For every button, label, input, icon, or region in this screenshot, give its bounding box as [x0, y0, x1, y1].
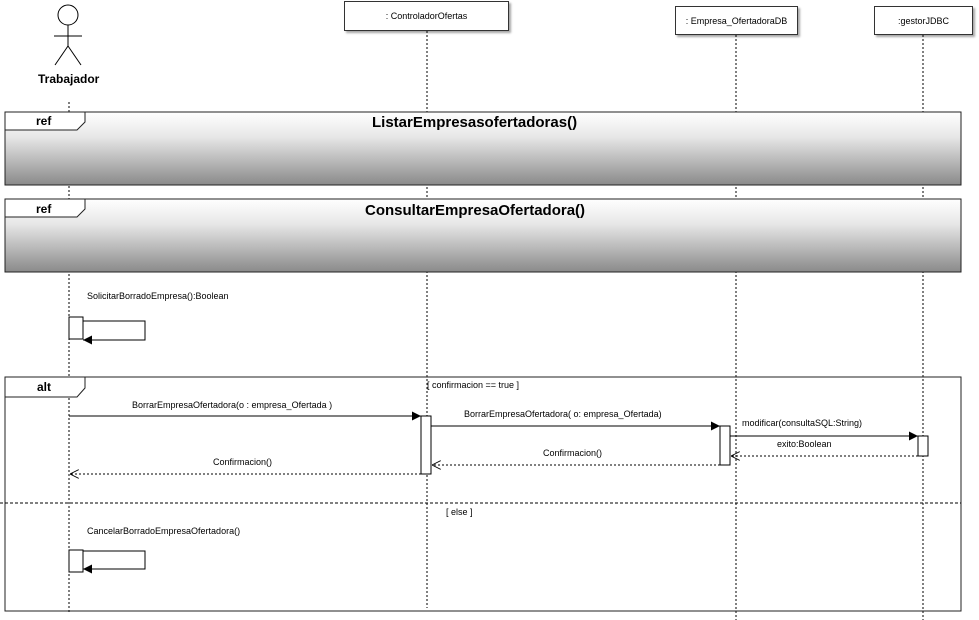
ref1-title: ListarEmpresasofertadoras(): [372, 114, 578, 131]
msg-label-modificar: modificar(consultaSQL:String): [742, 418, 863, 428]
lifeline-head-empresa-db[interactable]: : Empresa_OfertadoraDB: [675, 6, 798, 35]
actor-label: Trabajador: [38, 72, 100, 86]
activation-empresa-db: [719, 425, 731, 466]
ref-fragment-consultar: [4, 198, 962, 273]
lifeline-label-controlador: : ControladorOfertas: [385, 11, 468, 21]
lifeline-label-empresa-db: : Empresa_OfertadoraDB: [685, 15, 788, 26]
alt-fragment: [0, 376, 962, 612]
msg-label-confirmacion-db: Confirmacion(): [543, 448, 603, 458]
alt-tag: alt: [37, 380, 52, 394]
activation-controlador: [420, 415, 432, 475]
actor-stick-figure-icon: [54, 4, 82, 66]
msg-label-borrar-db: BorrarEmpresaOfertadora( o: empresa_Ofer…: [464, 409, 662, 419]
alt-guard-else: [ else ]: [446, 507, 473, 517]
ref2-tag: ref: [36, 202, 52, 216]
self-call-cancelar: [68, 549, 146, 574]
lifeline-head-controlador[interactable]: : ControladorOfertas: [344, 1, 509, 31]
self-call-solicitar: [68, 316, 146, 345]
msg-label-solicitar: SolicitarBorradoEmpresa():Boolean: [87, 291, 229, 301]
msg-label-confirmacion-ctrl: Confirmacion(): [213, 457, 273, 467]
alt-guard-then: [ confirmacion == true ]: [427, 380, 520, 390]
msg-label-cancelar: CancelarBorradoEmpresaOfertadora(): [87, 526, 241, 536]
ref1-tag: ref: [36, 114, 52, 128]
msg-label-borrar-ctrl: BorrarEmpresaOfertadora(o : empresa_Ofer…: [132, 400, 333, 410]
ref2-title: ConsultarEmpresaOfertadora(): [365, 202, 586, 219]
lifeline-head-gestor[interactable]: :gestorJDBC: [874, 6, 973, 35]
ref-fragment-listar: [4, 111, 962, 186]
activation-gestor: [917, 435, 929, 457]
msg-label-exito: exito:Boolean: [777, 439, 832, 449]
lifeline-label-gestor: :gestorJDBC: [897, 15, 950, 26]
